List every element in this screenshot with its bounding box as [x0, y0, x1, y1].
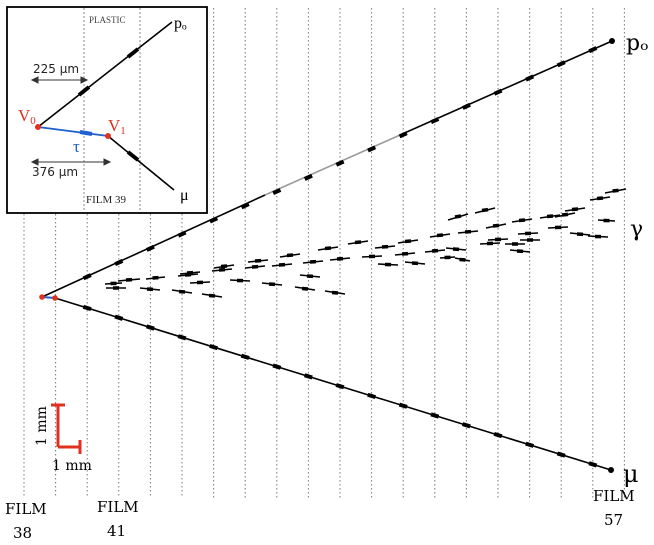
film-57-word: FILM — [593, 487, 635, 505]
muon-film-segment — [82, 304, 92, 312]
proton-film-segment — [461, 102, 471, 110]
proton-film-segment — [398, 131, 408, 139]
proton-film-segment — [335, 159, 345, 167]
gamma-label: γ — [630, 217, 643, 242]
gamma-shower-mark — [454, 214, 462, 219]
muon-film-segment — [588, 461, 598, 468]
v0-label: V0 — [18, 106, 36, 127]
gamma-shower-mark — [492, 223, 500, 228]
gamma-shower-mark — [459, 257, 466, 262]
proton-film-segment — [145, 244, 155, 252]
proton-film-segment — [114, 259, 124, 266]
muon-film-segment — [145, 324, 155, 331]
film-38-word: FILM — [5, 500, 47, 518]
gamma-shower-mark — [571, 207, 579, 212]
gamma-shower-mark — [324, 246, 332, 251]
gamma-shower-mark — [481, 207, 489, 213]
film-57-number: 57 — [604, 511, 623, 529]
inset-muon-track — [107, 135, 175, 191]
muon-film-segment — [398, 402, 408, 409]
gamma-shower-mark — [518, 218, 526, 223]
proton-film-segment — [430, 117, 440, 125]
gamma-shower-mark — [612, 188, 619, 193]
gamma-shower-mark — [178, 289, 186, 294]
gamma-shower-mark — [331, 290, 339, 295]
scale-vertical-label: 1 mm — [34, 406, 50, 446]
proton-label: pₒ — [626, 31, 649, 56]
vertex-v0 — [35, 124, 41, 130]
gamma-shower-mark — [301, 286, 309, 291]
proton-film-segment — [209, 216, 219, 224]
film-41-word: FILM — [97, 498, 139, 516]
muon-film-segment — [367, 392, 377, 400]
gamma-shower-mark — [546, 214, 554, 219]
particle-tracks — [39, 38, 627, 473]
scale-horizontal-label: 1 mm — [52, 458, 92, 474]
muon-film-segment — [177, 334, 187, 341]
muon-film-segment — [114, 314, 124, 321]
muon-film-segment — [461, 422, 471, 429]
proton-film-segment — [556, 60, 566, 68]
inset-proton-label: pₒ — [174, 15, 187, 32]
muon-film-segment — [493, 431, 503, 439]
main-vertex-v0 — [39, 294, 45, 300]
dimension-top: 225 μm — [33, 62, 79, 76]
muon-film-segment — [272, 363, 282, 370]
gamma-shower-mark — [208, 293, 216, 298]
muon-film-segment — [556, 451, 566, 458]
proton-film-segment — [588, 46, 598, 54]
film-planes — [23, 8, 625, 498]
muon-film-segment — [240, 353, 250, 360]
dimension-bottom: 376 μm — [32, 165, 78, 179]
scale-bar: 1 mm 1 mm — [34, 403, 92, 474]
v1-label: V1 — [108, 116, 126, 137]
vertex-v1 — [105, 133, 111, 139]
muon-film-segment — [335, 383, 345, 390]
proton-film-segment — [177, 230, 187, 238]
proton-track-gap — [264, 134, 401, 196]
proton-film-segment — [303, 173, 313, 181]
film-38-number: 38 — [13, 524, 32, 542]
muon-label: μ — [623, 460, 639, 488]
gamma-shower-mark — [286, 253, 294, 258]
proton-film-segment — [367, 145, 377, 153]
muon-film-segment — [303, 373, 313, 380]
proton-film-segment — [82, 273, 92, 281]
gamma-shower-mark — [404, 239, 412, 244]
inset-panel: PLASTIC pₒ τ μ V0 V1 225 μm 376 μm FILM … — [6, 6, 208, 214]
gamma-shower-mark — [354, 240, 362, 245]
inset-film-label: FILM 39 — [86, 194, 127, 206]
inset-proton-track — [37, 21, 173, 128]
proton-track-end — [609, 38, 615, 44]
inset-muon-label: μ — [180, 187, 189, 204]
proton-film-segment — [493, 88, 503, 96]
plastic-label: PLASTIC — [89, 15, 126, 25]
gamma-shower-mark — [220, 264, 228, 269]
proton-film-segment — [240, 202, 250, 210]
muon-film-segment — [430, 412, 440, 419]
proton-film-segment — [525, 74, 535, 82]
gamma-shower-mark — [561, 212, 569, 217]
gamma-shower-mark — [596, 196, 604, 201]
proton-film-segment — [272, 188, 282, 196]
gamma-shower-mark — [436, 233, 444, 238]
muon-track-end — [608, 467, 614, 473]
film-41-number: 41 — [107, 522, 126, 540]
muon-film-segment — [525, 441, 535, 448]
main-vertex-v1 — [52, 295, 58, 301]
inset-tau-track — [37, 126, 109, 137]
tau-label: τ — [73, 137, 80, 156]
muon-film-segment — [209, 343, 219, 351]
